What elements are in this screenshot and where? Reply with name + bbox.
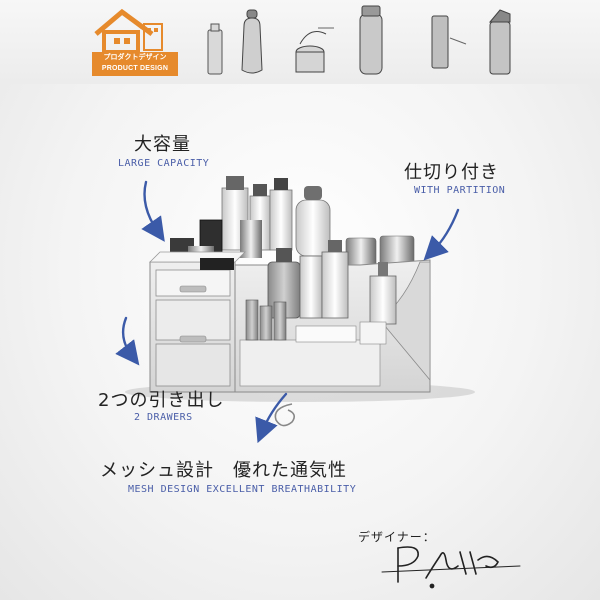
bottle-sketch-4 bbox=[359, 5, 383, 75]
logo-text-jp: プロダクトデザイン bbox=[103, 53, 167, 61]
brand-logo: プロダクトデザイン PRODUCT DESIGN bbox=[92, 6, 178, 76]
arrow-drawer-bottom bbox=[255, 392, 288, 444]
product-dropper-vial bbox=[273, 301, 287, 341]
designer-label: デザイナー： bbox=[358, 530, 436, 544]
product-pump-bottle bbox=[369, 275, 397, 325]
product-cap bbox=[304, 186, 322, 200]
bottle-sketch-5 bbox=[431, 15, 467, 69]
product-bottle bbox=[321, 251, 349, 319]
product-dropper bbox=[276, 248, 292, 262]
bottle-sketch-row bbox=[207, 5, 511, 75]
product-palette bbox=[200, 258, 234, 270]
product-bottle bbox=[299, 255, 323, 319]
product-bottle bbox=[269, 189, 293, 251]
caption-mesh-en: MESH DESIGN EXCELLENT BREATHABILITY bbox=[128, 484, 357, 495]
product-jar-metal bbox=[240, 220, 262, 258]
right-partition-products bbox=[345, 235, 415, 267]
arrow-capacity bbox=[141, 180, 165, 242]
logo-banner: プロダクトデザイン PRODUCT DESIGN bbox=[92, 52, 178, 76]
product-cap bbox=[226, 176, 244, 190]
product-jar-metal bbox=[345, 237, 377, 267]
sketch-ornament bbox=[274, 403, 296, 427]
caption-drawers-jp: 2つの引き出し bbox=[98, 390, 225, 411]
bottle-sketch-1 bbox=[207, 23, 223, 75]
drawer-bottom bbox=[155, 343, 231, 387]
arrow-drawer-top bbox=[115, 316, 140, 366]
drawer-handle bbox=[179, 285, 207, 293]
product-cap bbox=[328, 240, 342, 252]
arrow-partition bbox=[423, 208, 460, 261]
caption-partition-en: WITH PARTITION bbox=[414, 185, 506, 196]
caption-capacity-en: LARGE CAPACITY bbox=[118, 158, 210, 169]
logo-text-en: PRODUCT DESIGN bbox=[101, 65, 169, 72]
product-dropper-vial bbox=[245, 299, 259, 341]
product-dropper-vial bbox=[259, 305, 273, 341]
caption-mesh-jp: メッシュ設計 優れた通気性 bbox=[100, 460, 347, 481]
product-cotton-swabs bbox=[295, 325, 357, 343]
bottle-sketch-3 bbox=[295, 27, 334, 73]
product-cap bbox=[253, 184, 267, 196]
product-compact bbox=[359, 321, 387, 345]
annotation-arrows bbox=[115, 180, 460, 444]
bottle-sketch-2 bbox=[241, 9, 263, 74]
bottle-sketch-6 bbox=[488, 9, 511, 75]
product-spray-can bbox=[295, 199, 331, 257]
product-cap bbox=[274, 178, 288, 190]
caption-drawers-en: 2 DRAWERS bbox=[134, 412, 193, 423]
caption-capacity-jp: 大容量 bbox=[134, 134, 191, 155]
drawer-handle bbox=[179, 335, 207, 343]
product-pump bbox=[378, 262, 388, 276]
front-panel bbox=[239, 339, 381, 387]
signature bbox=[381, 546, 521, 589]
caption-partition-jp: 仕切り付き bbox=[404, 162, 499, 183]
front-products bbox=[200, 240, 397, 345]
drawer-top bbox=[155, 299, 231, 341]
